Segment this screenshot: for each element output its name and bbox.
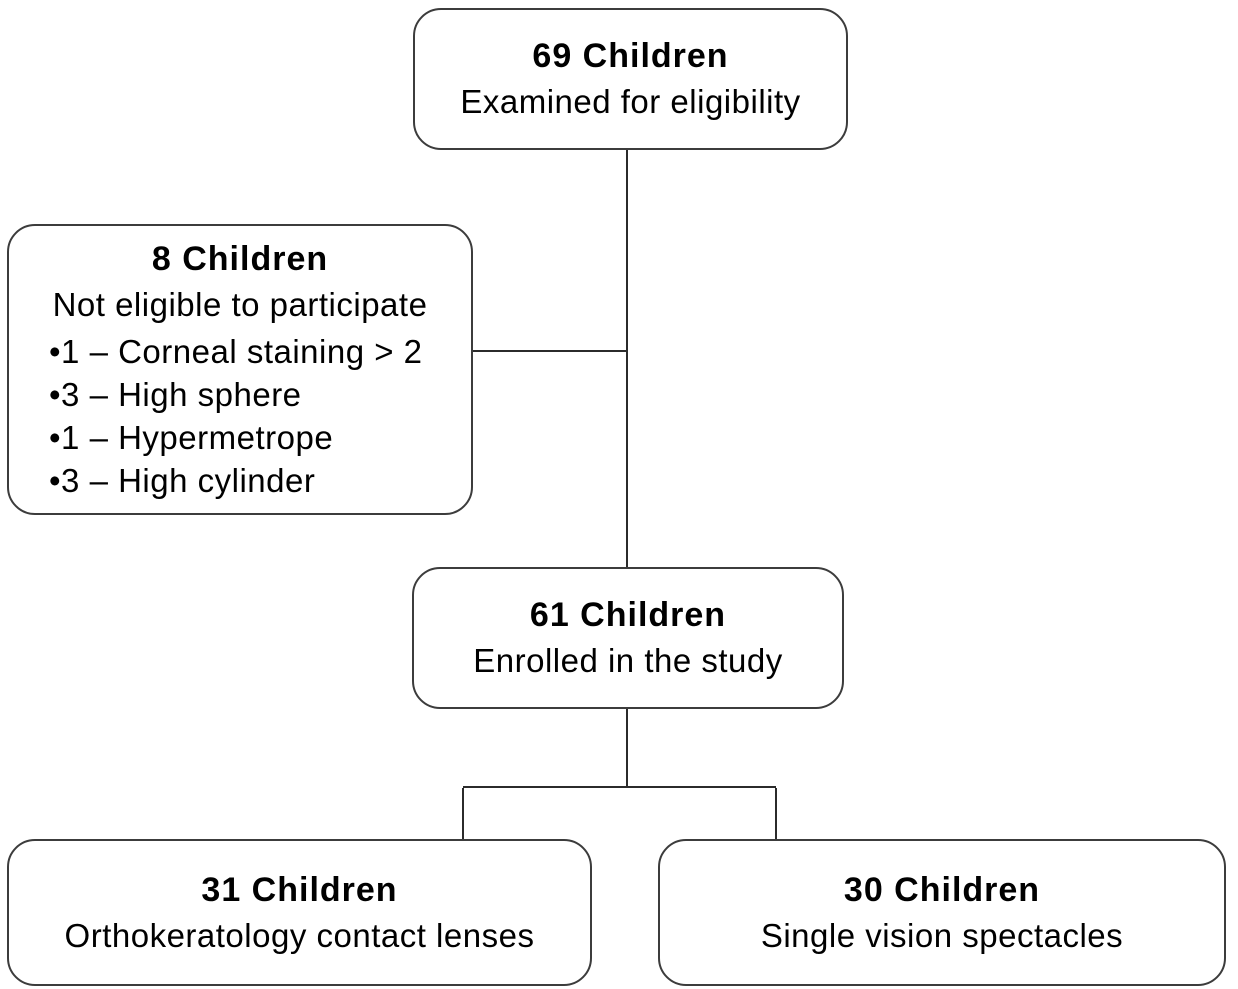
- node-count: 30 Children: [843, 870, 1041, 909]
- node-label: Single vision spectacles: [760, 916, 1124, 954]
- node-count: 31 Children: [201, 870, 398, 909]
- connector-enrolled-down: [626, 709, 628, 787]
- connector-split-horizontal: [463, 786, 776, 788]
- connector-excluded-branch: [473, 350, 626, 352]
- node-count: 8 Children: [151, 240, 329, 278]
- node-count: 69 Children: [532, 37, 729, 75]
- exclusion-reason: •3 – High cylinder: [49, 462, 316, 499]
- node-label: Examined for eligibility: [460, 83, 801, 120]
- node-label: Enrolled in the study: [473, 642, 783, 679]
- exclusion-reason: •1 – Corneal staining > 2: [49, 333, 423, 370]
- node-label: Orthokeratology contact lenses: [64, 916, 535, 954]
- exclusion-reason-list: •1 – Corneal staining > 2 •3 – High sphe…: [9, 330, 471, 502]
- exclusion-reason: •1 – Hypermetrope: [49, 419, 334, 456]
- node-not-eligible: 8 Children Not eligible to participate •…: [7, 224, 473, 515]
- connector-drop-to-orthokeratology: [462, 788, 464, 839]
- node-label: Not eligible to participate: [52, 286, 428, 323]
- node-count: 61 Children: [529, 596, 727, 634]
- exclusion-reason: •3 – High sphere: [49, 376, 302, 413]
- connector-drop-to-spectacles: [775, 788, 777, 839]
- node-enrolled: 61 Children Enrolled in the study: [412, 567, 844, 709]
- node-spectacles-group: 30 Children Single vision spectacles: [658, 839, 1226, 986]
- node-orthokeratology-group: 31 Children Orthokeratology contact lens…: [7, 839, 592, 986]
- node-examined-for-eligibility: 69 Children Examined for eligibility: [413, 8, 848, 150]
- connector-examined-to-enrolled: [626, 150, 628, 567]
